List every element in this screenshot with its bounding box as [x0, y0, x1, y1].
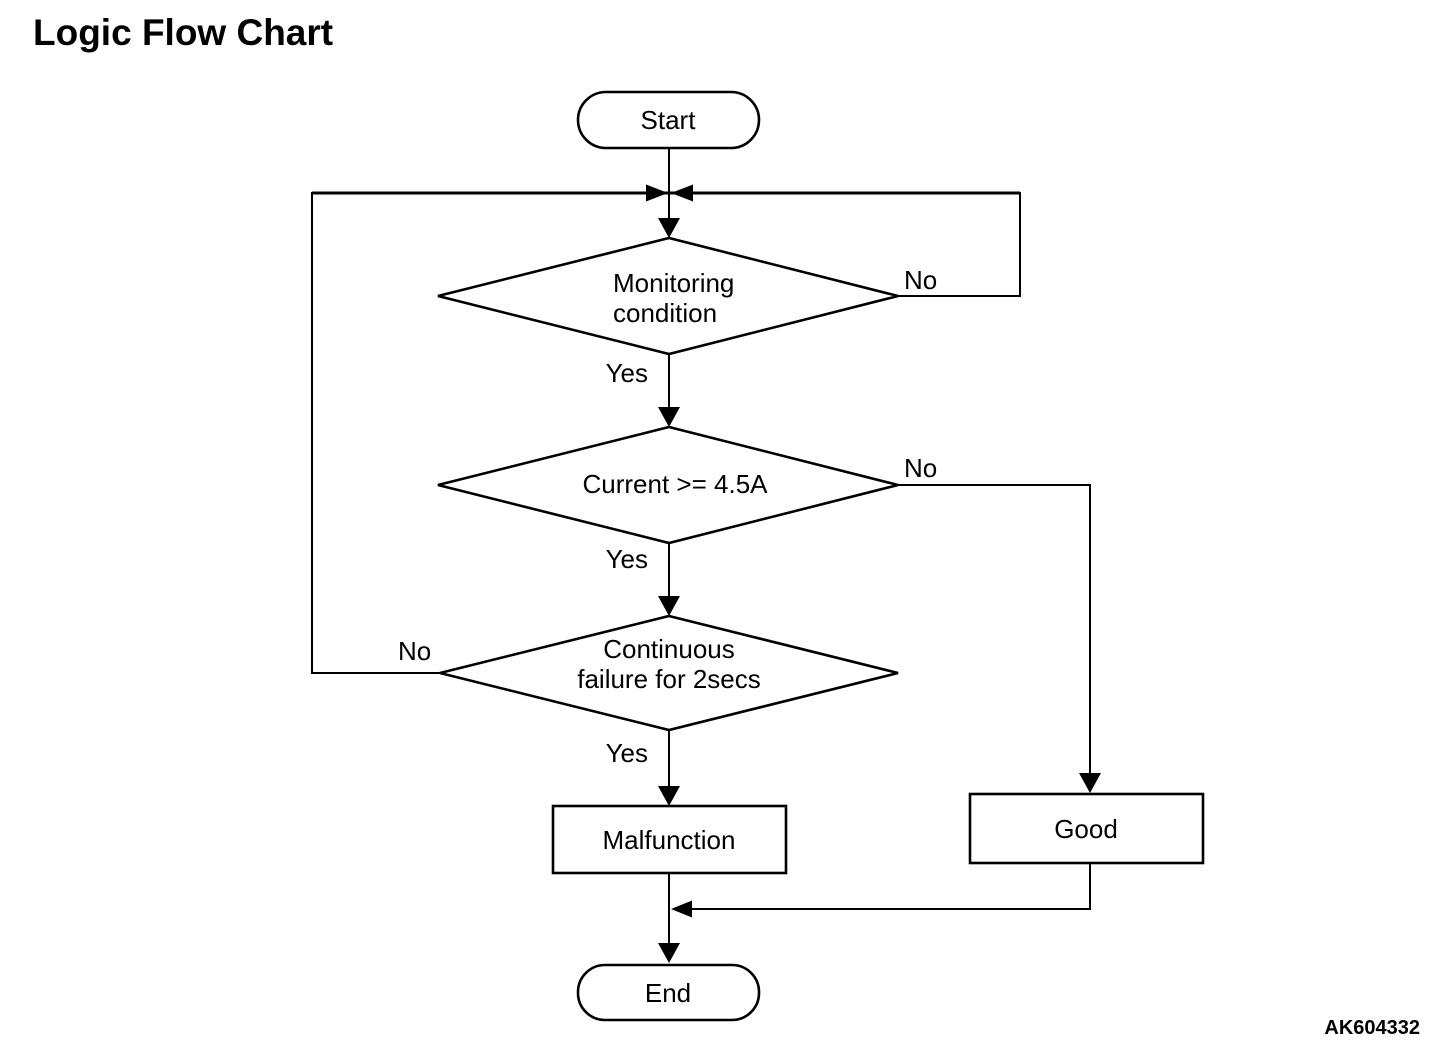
- node-continuous-line2: failure for 2secs: [577, 664, 761, 694]
- label-current-no: No: [904, 453, 937, 483]
- node-good-label: Good: [1054, 814, 1118, 844]
- arrowhead-into-malfunction: [658, 786, 680, 806]
- node-end-label: End: [645, 978, 691, 1008]
- label-continuous-no: No: [398, 636, 431, 666]
- edge-continuous-no: [311, 192, 440, 674]
- node-current-decision: [437, 425, 899, 545]
- arrowhead-into-continuous: [658, 596, 680, 616]
- edge-good-to-merge: [674, 863, 1091, 910]
- node-continuous-decision: [439, 614, 899, 732]
- arrowhead-into-good: [1079, 773, 1101, 793]
- node-start: [576, 90, 761, 150]
- node-monitoring-decision: [437, 236, 899, 356]
- node-monitoring-line2: condition: [613, 298, 717, 328]
- arrowhead-junction-from-right: [671, 184, 693, 202]
- node-good: [968, 792, 1205, 865]
- arrowhead-into-monitoring: [658, 218, 680, 238]
- node-continuous-line1: Continuous: [603, 634, 735, 664]
- node-current-label: Current >= 4.5A: [583, 469, 769, 499]
- label-current-yes: Yes: [606, 544, 648, 574]
- edge-monitoring-no: [898, 192, 1021, 297]
- page-title: Logic Flow Chart: [33, 12, 333, 53]
- node-start-label: Start: [641, 105, 697, 135]
- label-monitoring-yes: Yes: [606, 358, 648, 388]
- figure-code: AK604332: [1324, 1017, 1420, 1039]
- label-monitoring-no: No: [904, 265, 937, 295]
- edge-current-no: [898, 484, 1091, 791]
- node-end: [576, 963, 761, 1022]
- label-continuous-yes: Yes: [606, 738, 648, 768]
- arrowhead-merge-from-good: [671, 900, 692, 918]
- node-malfunction-label: Malfunction: [603, 825, 736, 855]
- arrowhead-into-end: [658, 943, 680, 963]
- arrowhead-into-current: [658, 407, 680, 427]
- node-malfunction: [551, 804, 788, 875]
- node-monitoring-line1: Monitoring: [613, 268, 734, 298]
- arrowhead-junction-from-left: [646, 184, 668, 202]
